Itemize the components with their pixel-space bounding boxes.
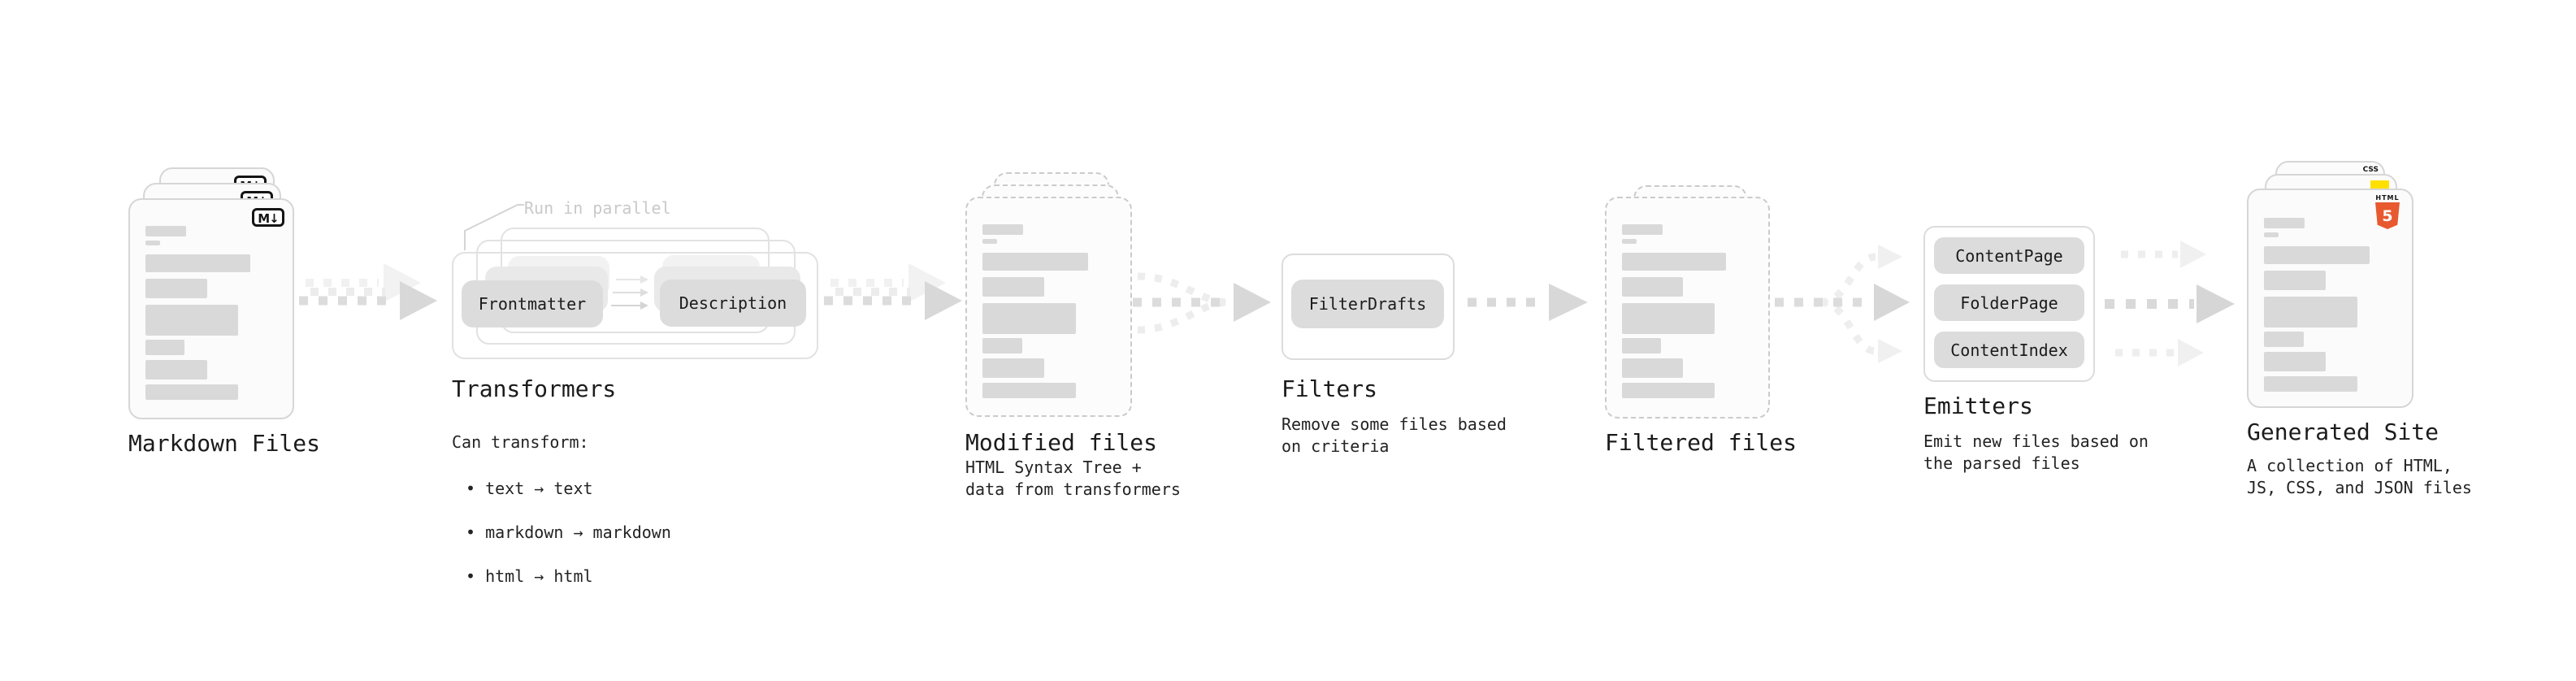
- stage-title-generated-site: Generated Site: [2247, 419, 2439, 445]
- html5-icon-label: HTML: [2375, 194, 2400, 202]
- stage-title-transformers: Transformers: [452, 375, 617, 402]
- skeleton-bar: [1622, 277, 1684, 297]
- html5-icon: HTML 5: [2373, 194, 2402, 229]
- skeleton-bar: [1622, 358, 1684, 378]
- document-skeleton: [145, 226, 276, 400]
- stage-title-filtered-files: Filtered files: [1605, 429, 1798, 456]
- skeleton-bar: [2264, 376, 2358, 392]
- arrow-filtered-to-emitters: [1775, 245, 1910, 363]
- document-skeleton: [1622, 224, 1752, 398]
- skeleton-bar: [1622, 383, 1715, 398]
- document-skeleton: [982, 224, 1114, 398]
- skeleton-bar: [982, 338, 1022, 354]
- skeleton-bar: [982, 224, 1024, 235]
- skeleton-bar: [982, 303, 1077, 334]
- skeleton-bar: [145, 241, 160, 245]
- transformer-frame-front: [452, 252, 818, 359]
- parallel-note: Run in parallel: [524, 198, 671, 218]
- transformer-pill-frontmatter: Frontmatter: [462, 280, 603, 327]
- emitter-pill-folderpage: FolderPage: [1934, 284, 2084, 321]
- parallel-note-connector: [464, 204, 524, 250]
- parallel-flow-arrows-icon: [611, 275, 648, 310]
- skeleton-bar: [145, 340, 185, 355]
- skeleton-bar: [2264, 332, 2304, 347]
- skeleton-bar: [145, 305, 239, 336]
- skeleton-bar: [145, 279, 207, 298]
- generated-file-card-html: HTML 5: [2247, 189, 2413, 408]
- markdown-icon: M↓: [252, 208, 284, 227]
- stage-title-emitters: Emitters: [1923, 393, 2033, 419]
- filtered-file-card-front: [1605, 197, 1770, 419]
- arrow-markdown-to-transformers: [299, 263, 437, 320]
- modified-file-card-front: [965, 197, 1132, 417]
- skeleton-bar: [982, 253, 1088, 271]
- transformers-bullet: • text → text: [466, 479, 593, 498]
- arrow-transformers-to-modified: [824, 263, 962, 320]
- html5-number: 5: [2382, 206, 2393, 225]
- filter-pill-filterdrafts: FilterDrafts: [1291, 280, 1444, 328]
- modified-files-description: HTML Syntax Tree + data from transformer…: [965, 458, 1181, 499]
- arrow-emitters-to-generated: [2105, 241, 2235, 367]
- skeleton-bar: [2264, 232, 2279, 237]
- skeleton-bar: [145, 226, 186, 236]
- skeleton-bar: [1622, 303, 1715, 334]
- skeleton-bar: [145, 254, 250, 272]
- stage-title-modified-files: Modified files: [965, 429, 1158, 456]
- skeleton-bar: [982, 277, 1045, 297]
- skeleton-bar: [2264, 218, 2305, 228]
- skeleton-bar: [145, 360, 207, 380]
- skeleton-bar: [1622, 239, 1637, 244]
- transformers-bullet: • html → html: [466, 566, 593, 586]
- generated-site-description: A collection of HTML, JS, CSS, and JSON …: [2247, 456, 2472, 497]
- stage-title-markdown-files: Markdown Files: [128, 430, 321, 457]
- skeleton-bar: [2264, 297, 2358, 327]
- transformer-pill-description: Description: [660, 280, 806, 327]
- javascript-icon: [2370, 180, 2389, 191]
- skeleton-bar: [145, 384, 239, 400]
- skeleton-bar: [1622, 338, 1661, 354]
- stage-title-filters: Filters: [1281, 375, 1378, 402]
- skeleton-bar: [2264, 271, 2327, 290]
- transformers-description: Can transform: • text → text • markdown …: [452, 410, 671, 609]
- skeleton-bar: [982, 239, 997, 244]
- emitter-pill-contentpage: ContentPage: [1934, 237, 2084, 274]
- skeleton-bar: [2264, 246, 2370, 264]
- arrow-filters-to-filtered: [1468, 284, 1588, 321]
- skeleton-bar: [1622, 253, 1726, 271]
- transformers-bullet: • markdown → markdown: [466, 523, 671, 542]
- emitter-pill-contentindex: ContentIndex: [1934, 332, 2084, 368]
- arrow-modified-to-filters: [1133, 272, 1271, 334]
- document-skeleton: [2264, 218, 2396, 392]
- skeleton-bar: [2264, 352, 2327, 371]
- skeleton-bar: [982, 383, 1077, 398]
- transformers-desc-heading: Can transform:: [452, 432, 589, 452]
- emitters-description: Emit new files based on the parsed files: [1923, 432, 2149, 473]
- markdown-file-card-front: M↓: [128, 198, 294, 419]
- filters-description: Remove some files based on criteria: [1281, 414, 1507, 456]
- skeleton-bar: [1622, 224, 1663, 235]
- skeleton-bar: [982, 358, 1045, 378]
- html5-shield: 5: [2375, 202, 2400, 229]
